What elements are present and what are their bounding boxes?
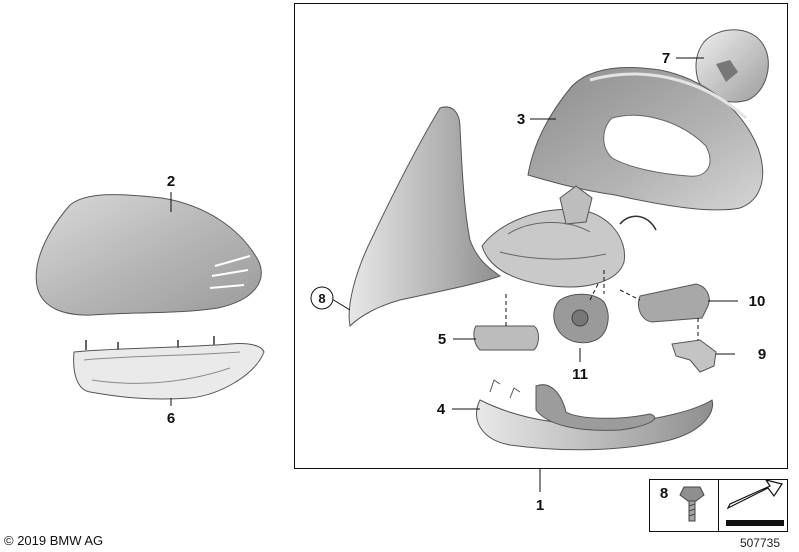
leader-lines <box>170 57 738 492</box>
callout-6: 6 <box>167 410 175 427</box>
callout-11: 11 <box>572 366 588 383</box>
callout-3: 3 <box>517 111 525 128</box>
callout-7: 7 <box>662 50 670 67</box>
arrow-symbol-icon <box>726 479 784 526</box>
part-11-adjust-motor <box>553 293 609 344</box>
callout-4: 4 <box>437 401 446 418</box>
part-4-lower-trim <box>476 379 714 451</box>
part-9-bracket <box>671 339 717 373</box>
part-2-mirror-cap <box>35 194 262 316</box>
assembly-frame <box>294 3 788 469</box>
legend-part-number: 8 <box>660 485 668 502</box>
part-3-housing-frame <box>527 66 764 211</box>
callout-5: 5 <box>438 331 446 348</box>
callout-8-circle <box>310 286 334 310</box>
part-10-control-unit <box>638 283 710 323</box>
callout-1: 1 <box>536 497 544 514</box>
part-6-turn-signal <box>73 336 265 400</box>
mirror-base-arm <box>348 106 657 328</box>
callout-9: 9 <box>758 346 766 363</box>
callout-8: 8 <box>318 291 325 306</box>
copyright-text: © 2019 BMW AG <box>4 533 103 548</box>
callouts: 2 3 7 5 4 6 9 10 11 1 8 <box>167 50 766 514</box>
part-7-mirror-glass <box>695 29 769 103</box>
legend-box: 8 <box>649 479 788 532</box>
callout-2: 2 <box>167 173 175 190</box>
screw-icon <box>679 486 705 522</box>
callout-10: 10 <box>749 293 766 310</box>
diagram-id: 507735 <box>740 536 780 550</box>
part-5-cover <box>473 325 539 351</box>
